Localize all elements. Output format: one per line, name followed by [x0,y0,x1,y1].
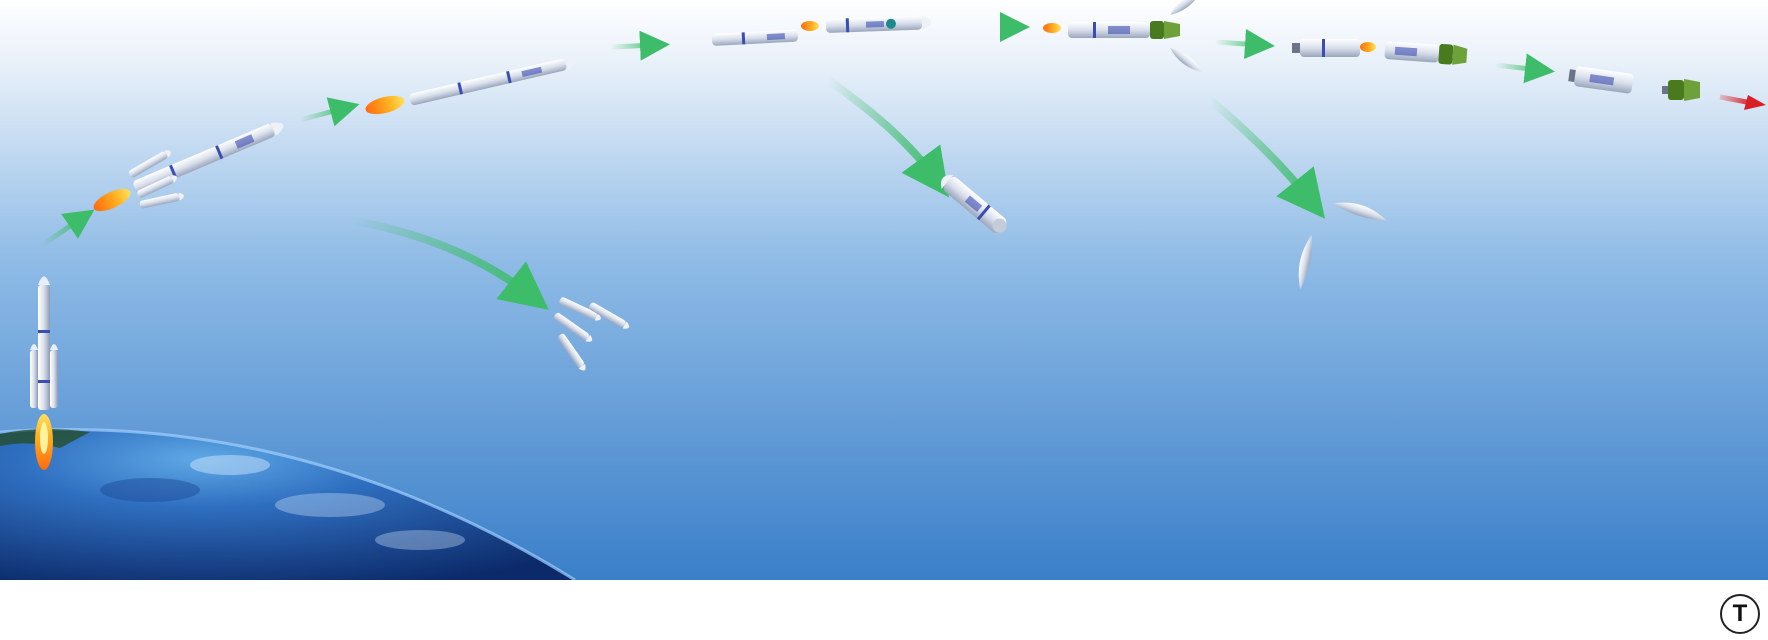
flow-arrow-2 [299,97,360,127]
jettisoned-first-stage [941,174,1007,233]
booster-fall-arrow [349,216,549,310]
upper-stage-flight [1292,39,1468,65]
core-stage-flight [365,58,576,115]
jettisoned-fairings [1298,202,1387,290]
badge-letter: T [1732,600,1748,627]
fairing-separation [1043,0,1202,73]
flow-arrow-1 [40,209,95,248]
jettisoned-boosters [553,297,630,371]
orbit-insertion-arrow [1719,94,1766,110]
flow-arrow-5 [1214,29,1275,59]
rocket-icon [30,276,58,470]
corner-badge: T [1720,594,1760,634]
fairing-icon [1170,0,1202,15]
first-stage-separation [711,15,931,46]
flow-arrow-6 [1494,53,1555,84]
fairing-fall-arrow [1207,96,1325,219]
flow-arrow-3 [609,30,670,61]
payload-separation [1568,66,1700,101]
booster-separation-stage [93,122,284,212]
stage-fall-arrow [825,76,950,198]
booster-icon [129,150,171,178]
earth-surface [0,427,576,580]
launch-sequence-diagram [0,0,1768,580]
